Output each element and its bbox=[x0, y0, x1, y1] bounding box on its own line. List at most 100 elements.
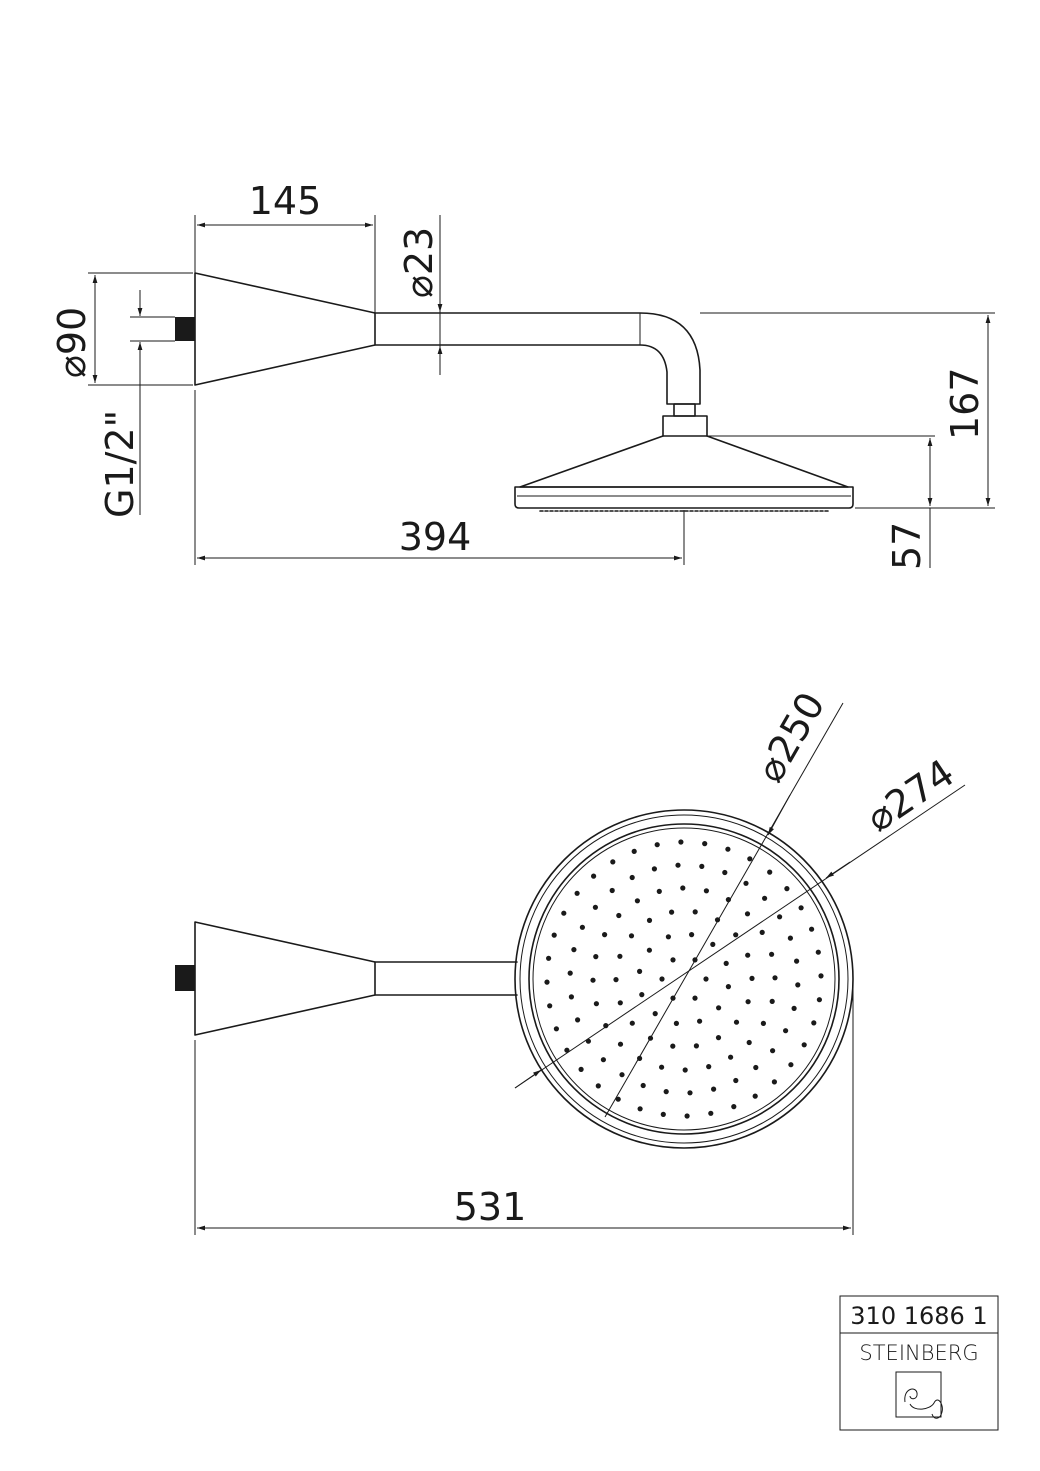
nozzle-dot bbox=[628, 933, 635, 939]
nozzle-dot bbox=[617, 1000, 623, 1006]
side-head-nut bbox=[662, 415, 708, 437]
dim-total-length: 531 bbox=[454, 1185, 527, 1229]
nozzle-dot bbox=[610, 859, 616, 865]
nozzle-dot bbox=[637, 968, 643, 975]
nozzle-dot bbox=[602, 932, 608, 938]
nozzle-dot bbox=[809, 926, 815, 932]
nozzle-dot bbox=[744, 911, 751, 917]
nozzle-dot bbox=[749, 975, 755, 982]
nozzle-dot bbox=[675, 862, 681, 868]
dim-total-height: 167 bbox=[943, 367, 987, 440]
nozzle-dot bbox=[575, 1017, 581, 1023]
nozzle-dot bbox=[759, 929, 765, 936]
steinberg-logo-icon bbox=[895, 1371, 943, 1419]
nozzle-dot bbox=[784, 886, 790, 892]
nozzle-dot bbox=[753, 1064, 759, 1071]
nozzle-dot bbox=[743, 880, 749, 886]
nozzle-dot bbox=[697, 1018, 703, 1024]
nozzle-dot bbox=[603, 1023, 609, 1029]
nozzle-dot bbox=[733, 1019, 740, 1025]
side-shower-head bbox=[519, 435, 849, 488]
nozzle-dot bbox=[769, 951, 775, 957]
nozzle-dot bbox=[762, 895, 768, 901]
nozzle-dot bbox=[767, 869, 773, 875]
nozzle-dot bbox=[546, 955, 552, 961]
top-wall-flange bbox=[194, 921, 376, 1036]
title-block: 310 1686 1 STEINBERG bbox=[839, 1295, 999, 1431]
dim-arm-offset: 145 bbox=[249, 179, 322, 223]
nozzle-dot bbox=[692, 995, 698, 1001]
nozzle-dot bbox=[663, 1089, 669, 1095]
nozzle-dot bbox=[772, 975, 778, 981]
nozzle-dot bbox=[646, 917, 653, 924]
nozzle-dot bbox=[777, 914, 783, 920]
nozzle-dot bbox=[640, 1082, 646, 1089]
nozzle-dot bbox=[615, 1096, 621, 1102]
nozzle-dot bbox=[616, 912, 622, 919]
nozzle-dot bbox=[702, 841, 708, 847]
nozzle-dot bbox=[600, 1057, 607, 1063]
nozzle-dot bbox=[561, 910, 567, 916]
nozzle-dot bbox=[654, 842, 660, 848]
nozzle-dot bbox=[787, 935, 794, 941]
nozzle-dot bbox=[687, 1090, 693, 1096]
nozzle-dot bbox=[723, 960, 729, 967]
nozzle-dot bbox=[571, 947, 577, 953]
nozzle-dot bbox=[673, 1020, 680, 1026]
nozzle-dot bbox=[798, 905, 804, 911]
nozzle-dot bbox=[547, 1003, 553, 1009]
nozzle-dot bbox=[639, 992, 645, 998]
nozzle-dot bbox=[711, 1086, 717, 1092]
nozzle-dot bbox=[745, 952, 751, 958]
nozzle-dot bbox=[747, 856, 753, 862]
side-wall-flange bbox=[194, 272, 376, 386]
nozzle-pattern bbox=[544, 839, 824, 1119]
nozzle-dot bbox=[669, 909, 675, 915]
nozzle-dot bbox=[706, 1064, 712, 1070]
nozzle-dot bbox=[692, 909, 698, 915]
nozzle-dot bbox=[670, 1043, 676, 1049]
top-shower-arm bbox=[374, 961, 518, 996]
nozzle-dot bbox=[670, 957, 676, 963]
nozzle-dot bbox=[783, 1028, 789, 1034]
nozzle-dot bbox=[725, 984, 732, 990]
nozzle-dot bbox=[710, 941, 716, 948]
nozzle-dot bbox=[733, 1077, 739, 1084]
nozzle-dot bbox=[771, 1079, 778, 1085]
nozzle-dot bbox=[746, 1039, 752, 1046]
article-number: 310 1686 1 bbox=[850, 1302, 987, 1330]
nozzle-dot bbox=[656, 888, 662, 895]
nozzle-dot bbox=[731, 1104, 737, 1110]
nozzle-dot bbox=[752, 1093, 758, 1099]
nozzle-dot bbox=[769, 998, 775, 1005]
nozzle-dot bbox=[715, 1035, 722, 1041]
side-thread-nipple bbox=[175, 317, 195, 341]
nozzle-dot bbox=[703, 888, 710, 894]
nozzle-dot bbox=[682, 1067, 688, 1073]
nozzle-dot bbox=[760, 1020, 767, 1026]
dim-outer-diameter: ⌀274 bbox=[858, 751, 962, 841]
nozzle-dot bbox=[725, 846, 731, 852]
dim-head-height: 57 bbox=[885, 522, 929, 570]
nozzle-dot bbox=[794, 958, 800, 964]
nozzle-dot bbox=[680, 885, 686, 891]
nozzle-dot bbox=[544, 979, 550, 985]
nozzle-dot bbox=[646, 947, 653, 953]
nozzle-dot bbox=[574, 890, 580, 896]
nozzle-dot bbox=[815, 949, 821, 955]
nozzle-dot bbox=[659, 1064, 665, 1070]
dim-inner-diameter: ⌀250 bbox=[748, 685, 834, 790]
nozzle-dot bbox=[551, 932, 557, 938]
nozzle-dot bbox=[617, 1041, 624, 1047]
dim-pipe-diameter: ⌀23 bbox=[397, 227, 441, 298]
side-view: 145 ⌀23 ⌀90 G1/2" 394 167 57 bbox=[50, 179, 995, 570]
dim-thread: G1/2" bbox=[98, 410, 142, 518]
nozzle-dot bbox=[593, 1001, 600, 1007]
nozzle-dot bbox=[818, 973, 824, 979]
nozzle-dot bbox=[745, 999, 751, 1005]
nozzle-dot bbox=[564, 1047, 570, 1053]
nozzle-dot bbox=[613, 977, 619, 983]
nozzle-dot bbox=[728, 1054, 734, 1060]
nozzle-dot bbox=[801, 1042, 807, 1048]
